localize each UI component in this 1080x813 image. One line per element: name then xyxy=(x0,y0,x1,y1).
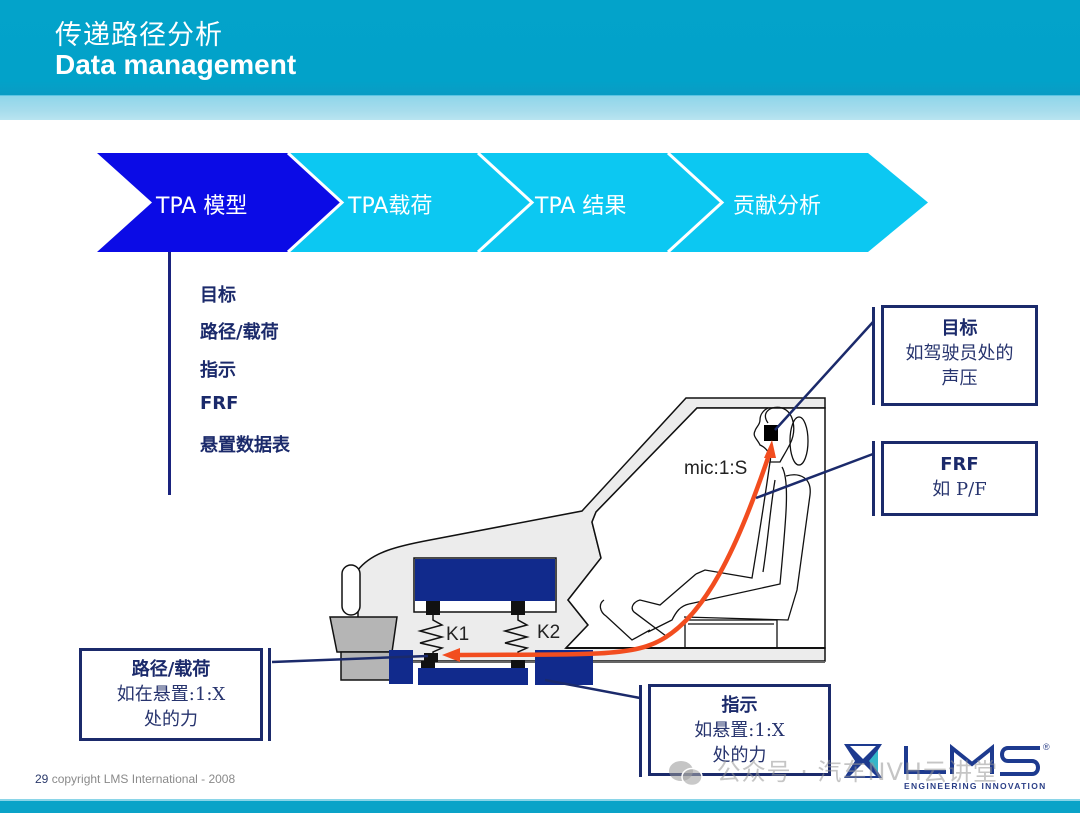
engine-mount-k1-base xyxy=(421,661,435,670)
callout-path-load-body-line: 如在悬置:1:X xyxy=(116,684,226,705)
slide-header xyxy=(0,0,1080,95)
chevron-step-contribution xyxy=(668,153,928,252)
callout-bracket-frf xyxy=(872,441,875,516)
copyright-text: copyright LMS International - 2008 xyxy=(51,772,236,786)
chevron-step-tpa-model xyxy=(97,153,342,252)
chevron-separator xyxy=(286,151,345,254)
watermark: 公众号 · 汽车NVH云讲堂 xyxy=(668,752,998,787)
step-label-tpa-model: TPA 模型 xyxy=(156,194,248,219)
leader-line-path-load xyxy=(271,654,429,664)
arrowhead-to-mic xyxy=(764,440,776,458)
watermark-text: 公众号 · 汽车NVH云讲堂 xyxy=(716,758,998,786)
callout-indicator-title: 指示 xyxy=(721,695,758,716)
wechat-icon xyxy=(669,761,703,787)
chassis-block-front xyxy=(389,650,413,684)
callout-path-load-body-line: 处的力 xyxy=(144,709,198,730)
spring-label-k1: K1 xyxy=(446,624,470,645)
callout-frf: FRF 如 P/F xyxy=(881,441,1038,516)
leader-line-indicator xyxy=(544,678,641,700)
callout-path-load-title: 路径/载荷 xyxy=(131,659,211,680)
callout-target-title: 目标 xyxy=(941,318,978,339)
engine-mount-k2-top xyxy=(511,601,525,615)
step-label-tpa-load: TPA载荷 xyxy=(348,194,433,219)
page-number: 29 xyxy=(35,772,49,786)
chevron-separator xyxy=(666,151,725,254)
callout-target-body-line: 如驾驶员处的 xyxy=(905,343,1014,364)
slide-title-english: Data management xyxy=(55,49,297,80)
engine-mount-k2-bottom xyxy=(511,660,525,669)
microphone-label: mic:1:S xyxy=(684,458,748,479)
callout-bracket-target xyxy=(872,307,875,405)
footer-copyright: 29 copyright LMS International - 2008 xyxy=(35,772,235,786)
spring-k2-icon xyxy=(502,615,530,655)
step-label-contribution: 贡献分析 xyxy=(733,194,822,219)
chevron-step-tpa-result xyxy=(478,153,722,252)
front-bumper xyxy=(329,616,398,653)
callout-target: 目标 如驾驶员处的 声压 xyxy=(881,305,1038,406)
slide-title-chinese: 传递路径分析 xyxy=(55,20,223,51)
engine-mount-k1-bottom xyxy=(424,653,438,662)
model-item-frf: FRF xyxy=(200,393,239,414)
callout-frf-body-line: 如 P/F xyxy=(932,479,987,500)
leader-line-frf xyxy=(755,452,874,500)
spring-k1-icon xyxy=(417,615,445,655)
leader-line-target xyxy=(774,321,874,431)
transfer-path-arrow xyxy=(455,451,773,658)
callout-path-load: 路径/载荷 如在悬置:1:X 处的力 xyxy=(79,648,263,741)
chassis-subframe xyxy=(418,668,528,685)
lms-logo xyxy=(844,743,1040,778)
spring-label-k2: K2 xyxy=(537,622,561,643)
engine-block xyxy=(415,559,555,601)
model-item-path-load: 路径/载荷 xyxy=(200,322,279,343)
lms-wordmark xyxy=(904,743,1040,776)
driver-figure xyxy=(599,406,811,649)
registered-mark: ® xyxy=(1043,742,1050,752)
callout-bracket-indicator xyxy=(639,685,642,777)
chevron-step-tpa-load xyxy=(288,153,532,252)
footer-strip xyxy=(0,799,1080,813)
headlight-icon xyxy=(341,564,361,616)
callout-target-body-line: 声压 xyxy=(941,368,978,389)
header-band xyxy=(0,95,1080,120)
front-bumper-lower xyxy=(340,651,392,681)
model-item-indicator: 指示 xyxy=(200,360,236,381)
callout-indicator-body-line: 如悬置:1:X xyxy=(694,720,785,741)
lms-tagline: ENGINEERING INNOVATION xyxy=(904,781,1047,791)
callout-indicator-body-line: 处的力 xyxy=(712,745,767,766)
callout-frf-title: FRF xyxy=(940,454,979,475)
model-item-target: 目标 xyxy=(200,285,236,306)
tree-connector-line xyxy=(168,252,171,495)
chevron-separator xyxy=(476,151,535,254)
model-item-mount-table: 悬置数据表 xyxy=(200,435,290,456)
callout-bracket-path-load xyxy=(268,648,271,741)
arrowhead-to-mount xyxy=(442,648,460,662)
callout-indicator: 指示 如悬置:1:X 处的力 xyxy=(648,684,831,776)
step-label-tpa-result: TPA 结果 xyxy=(535,194,627,219)
lms-emblem-icon xyxy=(844,744,882,778)
engine-mount-k1-top xyxy=(426,601,440,615)
